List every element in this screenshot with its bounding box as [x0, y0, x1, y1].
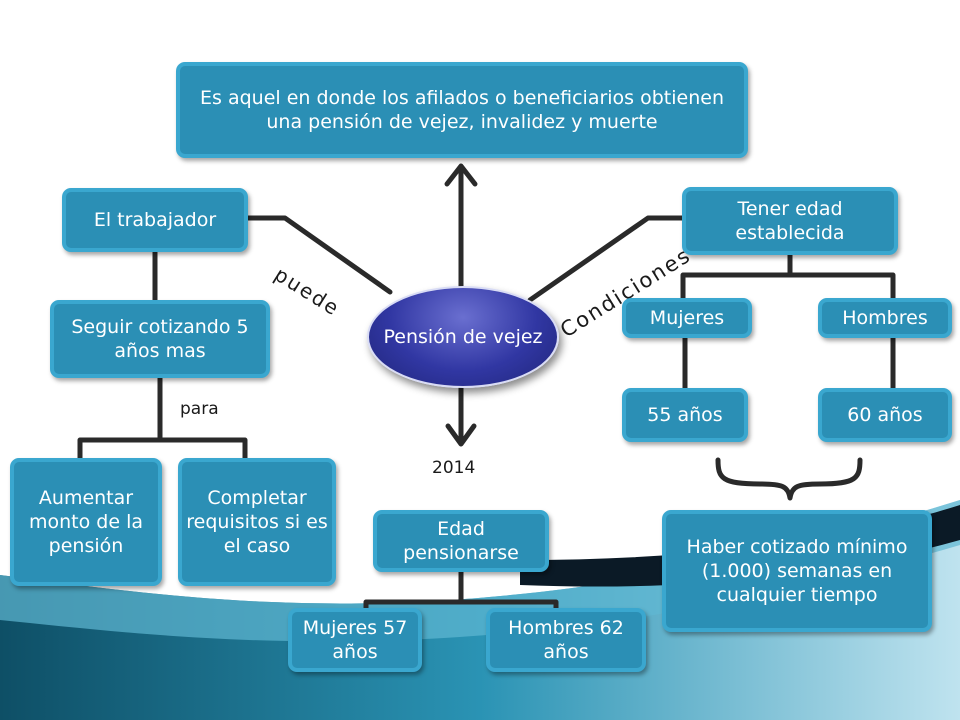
completar-requisitos-box: Completar requisitos si es el caso: [178, 458, 336, 586]
definition-box: Es aquel en donde los afilados o benefic…: [176, 62, 748, 158]
aumentar-monto-box: Aumentar monto de la pensión: [10, 458, 162, 586]
mujeres-57-box: Mujeres 57 años: [288, 608, 422, 672]
year-label: 2014: [432, 458, 476, 478]
mujeres-55-box: 55 años: [622, 388, 748, 442]
hombres-62-box: Hombres 62 años: [486, 608, 646, 672]
seguir-cotizando-box: Seguir cotizando 5 años mas: [50, 300, 270, 378]
mujeres-box: Mujeres: [622, 298, 752, 338]
center-node: Pensión de vejez: [367, 286, 559, 388]
worker-box: El trabajador: [62, 188, 248, 252]
haber-cotizado-box: Haber cotizado mínimo (1.000) semanas en…: [662, 510, 932, 632]
para-label: para: [180, 399, 219, 419]
edad-pensionarse-box: Edad pensionarse: [373, 510, 549, 572]
tener-edad-box: Tener edad establecida: [682, 187, 898, 255]
hombres-60-box: 60 años: [818, 388, 952, 442]
hombres-box: Hombres: [818, 298, 952, 338]
